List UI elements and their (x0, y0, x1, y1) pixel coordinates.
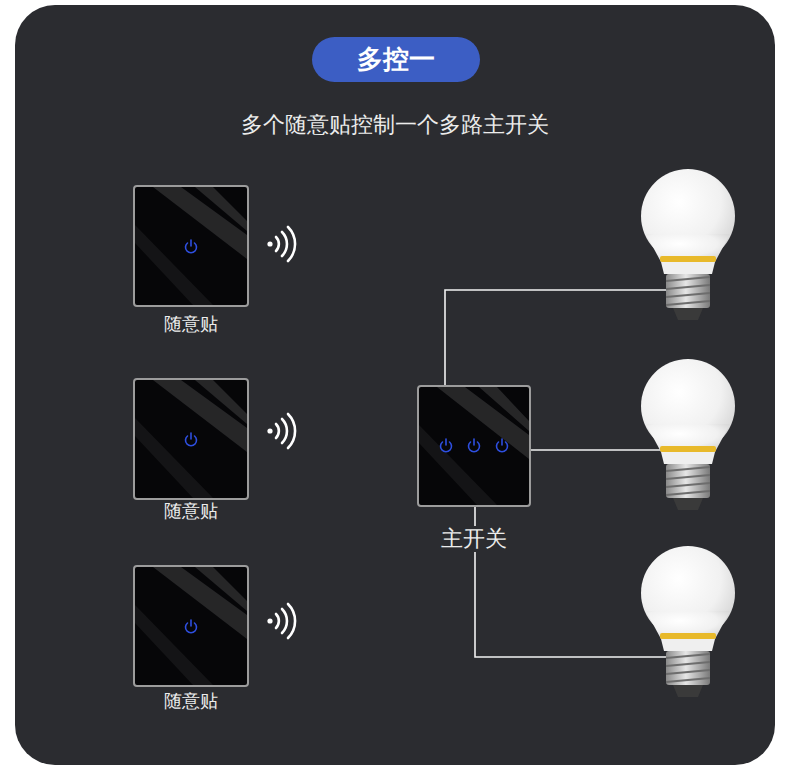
wireless-icon (267, 227, 295, 261)
switch-face (417, 385, 531, 507)
bulb (641, 546, 735, 697)
switch-face (133, 185, 249, 307)
switch-label: 随意贴 (160, 691, 222, 713)
wireless-icon (267, 414, 295, 448)
wireless-switch: 随意贴 (133, 378, 249, 500)
title-pill (312, 37, 480, 82)
switch-label: 主开关 (437, 526, 511, 552)
wireless-icon (267, 604, 295, 638)
switch-label: 随意贴 (160, 501, 222, 523)
switch-label: 随意贴 (160, 314, 222, 336)
switch-face (133, 378, 249, 500)
subtitle: 多个随意贴控制一个多路主开关 (241, 110, 549, 140)
bulb (641, 359, 735, 510)
wireless-switch: 随意贴 (133, 565, 249, 687)
switch-face (133, 565, 249, 687)
bulb (641, 169, 735, 320)
title: 多控一 (312, 37, 480, 82)
panel (15, 5, 775, 765)
main-switch: 主开关 (417, 385, 531, 507)
wireless-switch: 随意贴 (133, 185, 249, 307)
